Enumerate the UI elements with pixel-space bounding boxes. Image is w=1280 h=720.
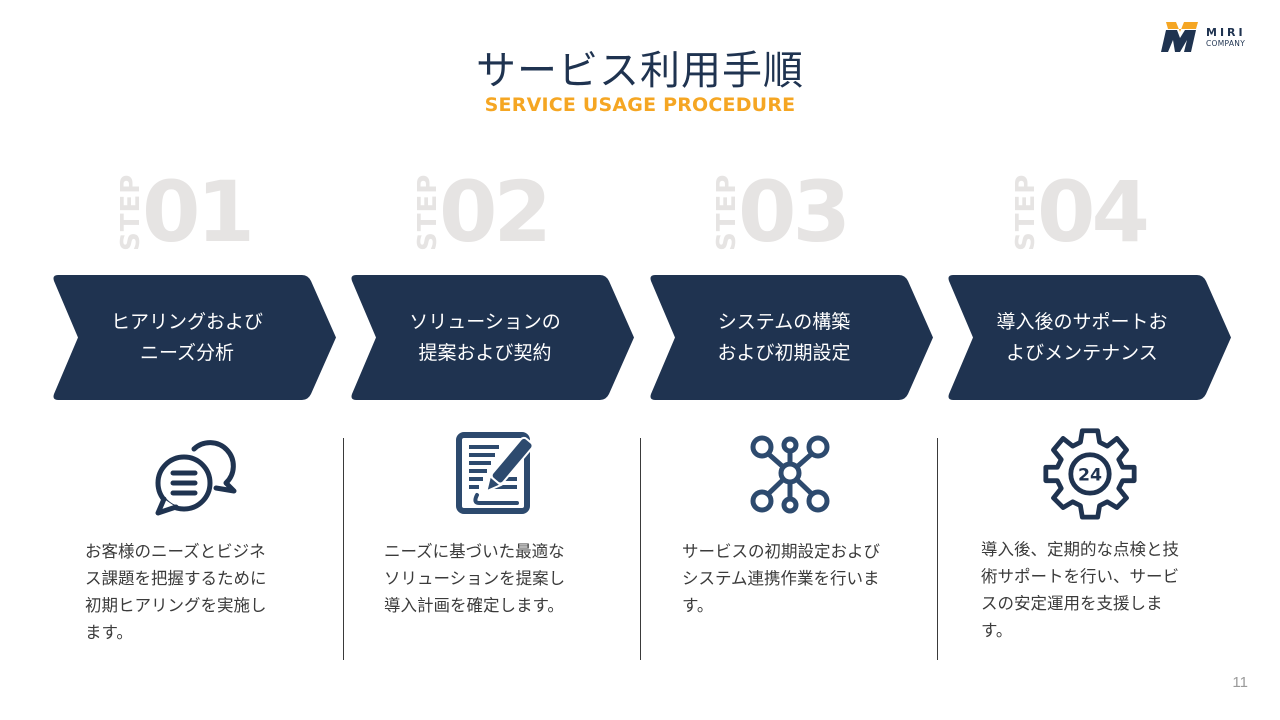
chevron-shape	[351, 275, 634, 400]
description-line: サービスの初期設定および	[682, 542, 880, 561]
chevron-title-line: 導入後のサポートお	[996, 310, 1168, 333]
step-label-02: STEP 02	[413, 164, 613, 260]
chat-bubbles-icon	[155, 440, 237, 516]
description-line: ニーズに基づいた最適な	[384, 542, 565, 561]
step-label-01: STEP 01	[116, 164, 316, 260]
description-line: 導入計画を確定します。	[384, 596, 564, 615]
page-subtitle: SERVICE USAGE PROCEDURE	[484, 94, 796, 116]
chevron-shape	[650, 275, 933, 400]
chevron-title-line: よびメンテナンス	[1006, 341, 1158, 364]
step-chevron-01: ヒアリングおよび ニーズ分析	[52, 275, 337, 400]
description-line: す。	[682, 596, 714, 615]
step-label-04: STEP 04	[1011, 164, 1211, 260]
step-number: 04	[1037, 163, 1150, 261]
description-line: 導入後、定期的な点検と技	[981, 540, 1179, 559]
chevron-title-line: システムの構築	[717, 310, 851, 333]
step-chevron-02: ソリューションの 提案および契約	[350, 275, 635, 400]
step-description-03: サービスの初期設定および システム連携作業を行いま す。	[682, 538, 922, 619]
description-line: ソリューションを提案し	[384, 569, 566, 588]
chevron-shape	[53, 275, 336, 400]
logo-subtitle: COMPANY	[1206, 38, 1246, 48]
step-description-01: お客様のニーズとビジネ ス課題を把握するために 初期ヒアリングを実施し ます。	[85, 538, 310, 646]
chevron-title: ソリューションの 提案および契約	[380, 275, 590, 400]
description-line: お客様のニーズとビジネ	[85, 542, 266, 561]
network-nodes-icon	[750, 435, 830, 514]
logo-m-icon	[1161, 22, 1198, 52]
chevron-title-line: および初期設定	[717, 341, 851, 364]
document-pen-icon	[456, 432, 534, 514]
chevron-title: 導入後のサポートお よびメンテナンス	[977, 275, 1187, 400]
description-line: スの安定運用を支援しま	[981, 594, 1163, 613]
step-description-04: 導入後、定期的な点検と技 術サポートを行い、サービ スの安定運用を支援しま す。	[981, 536, 1221, 644]
step-number: 01	[142, 163, 255, 261]
step-description-02: ニーズに基づいた最適な ソリューションを提案し 導入計画を確定します。	[384, 538, 609, 619]
column-divider	[343, 438, 344, 660]
chevron-shape	[948, 275, 1231, 400]
step-number: 02	[439, 163, 552, 261]
gear-badge-text: 24	[1078, 466, 1102, 486]
logo-name: MIRI	[1206, 25, 1246, 39]
chevron-title: システムの構築 および初期設定	[679, 275, 889, 400]
description-line: ス課題を把握するために	[85, 569, 267, 588]
description-line: 術サポートを行い、サービ	[981, 567, 1179, 586]
page-number: 11	[1232, 674, 1248, 691]
step-chevron-04: 導入後のサポートお よびメンテナンス	[947, 275, 1232, 400]
step-label-03: STEP 03	[712, 164, 912, 260]
chevron-title-line: ニーズ分析	[139, 341, 235, 364]
description-line: す。	[981, 621, 1013, 640]
step-number: 03	[738, 163, 851, 261]
chevron-title: ヒアリングおよび ニーズ分析	[82, 275, 292, 400]
step-chevron-03: システムの構築 および初期設定	[649, 275, 934, 400]
company-logo: MIRI COMPANY	[1160, 20, 1246, 54]
description-line: ます。	[85, 623, 133, 642]
chevron-title-line: ヒアリングおよび	[110, 310, 263, 333]
chevron-title-line: ソリューションの	[409, 310, 561, 333]
column-divider	[937, 438, 938, 660]
column-divider	[640, 438, 641, 660]
page-title: サービス利用手順	[476, 48, 804, 94]
chevron-title-line: 提案および契約	[418, 341, 552, 364]
description-line: 初期ヒアリングを実施し	[85, 596, 267, 615]
gear-24-icon: 24	[1043, 428, 1137, 520]
description-line: システム連携作業を行いま	[682, 569, 880, 588]
